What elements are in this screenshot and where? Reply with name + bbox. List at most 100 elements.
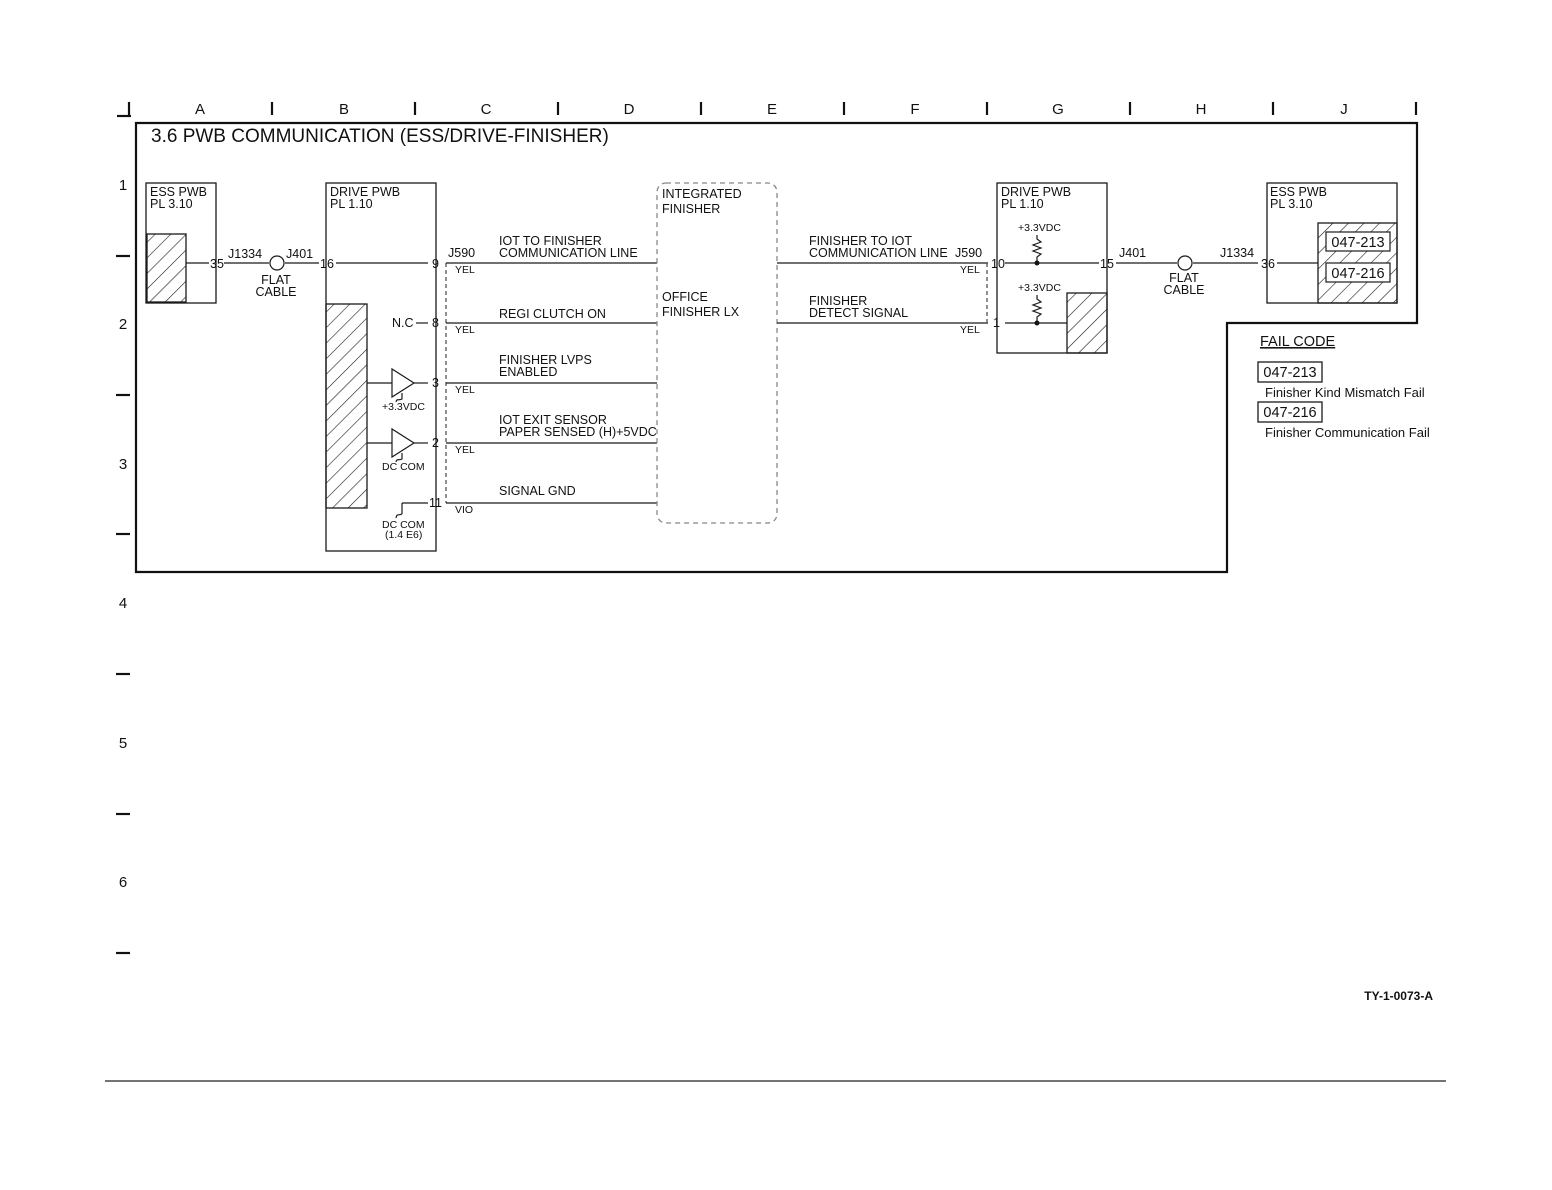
right-vdc-label: +3.3VDC (1018, 222, 1061, 234)
left-j590-label: J590 (448, 246, 475, 260)
signal-label: SIGNAL GND (499, 484, 576, 498)
right-vdc-label: +3.3VDC (1018, 282, 1061, 294)
grid-col-label: A (195, 101, 205, 118)
wire-color-label: YEL (455, 444, 475, 456)
signal-label: REGI CLUTCH ON (499, 307, 606, 321)
left-drive-pwb-name: DRIVE PWB (330, 185, 400, 199)
left-drive-pwb-pl: PL 1.10 (330, 197, 373, 211)
finisher-label: INTEGRATED (662, 187, 742, 201)
right-ess-pwb-pl: PL 3.10 (1270, 197, 1313, 211)
pin-11: 11 (429, 496, 442, 510)
grid-col-label: D (624, 101, 635, 118)
signal-label: ENABLED (499, 365, 557, 379)
left-drive-pin-16: 16 (320, 257, 334, 271)
left-j1334-label: J1334 (228, 247, 262, 261)
integrated-finisher: INTEGRATED FINISHER OFFICE FINISHER LX (656, 182, 778, 524)
right-flat-cable-line2: CABLE (1164, 283, 1205, 297)
pin-9: 9 (432, 257, 439, 271)
signal-label: FINISHER TO IOT (809, 234, 912, 248)
left-dccom-label-2: DC COM (382, 519, 425, 531)
right-j401-label: J401 (1119, 246, 1146, 260)
fail-code-heading: FAIL CODE (1260, 334, 1336, 350)
right-drive-pwb-pl: PL 1.10 (1001, 197, 1044, 211)
signal-label: FINISHER LVPS (499, 353, 592, 367)
signal-label: IOT TO FINISHER (499, 234, 602, 248)
finisher-label: FINISHER (662, 202, 720, 216)
left-ess-pin: 35 (210, 257, 224, 271)
left-ess-pwb-name: ESS PWB (150, 185, 207, 199)
grid-col-label: B (339, 101, 349, 118)
fail-code-legend: FAIL CODE 047-213 Finisher Kind Mismatch… (1257, 334, 1430, 440)
wire-color-label: YEL (455, 324, 475, 336)
grid-row-label: 6 (119, 874, 127, 891)
fail-code-badge: 047-213 (1331, 235, 1384, 251)
right-drive-pin-15: 15 (1100, 257, 1114, 271)
left-dccom-label: DC COM (382, 461, 425, 473)
left-ess-pwb: ESS PWB PL 3.10 35 (145, 182, 224, 304)
grid-left-ruler: 1 2 3 4 5 6 (116, 177, 130, 955)
left-drive-pwb: DRIVE PWB PL 1.10 16 N.C +3.3VDC DC COM … (320, 182, 437, 552)
left-nc-label: N.C (392, 316, 414, 330)
grid-row-label: 4 (119, 595, 127, 612)
grid-top-ruler: A B C D E F G H J (117, 101, 1418, 118)
left-flat-cable-line1: FLAT (261, 273, 291, 287)
left-j401-label: J401 (286, 247, 313, 261)
grid-row-label: 2 (119, 316, 127, 333)
pin-3: 3 (432, 376, 439, 390)
fail-code-item-code: 047-216 (1263, 405, 1316, 421)
left-flat-cable: J1334 J401 FLAT CABLE (224, 247, 319, 299)
right-ess-pwb-name: ESS PWB (1270, 185, 1327, 199)
right-ess-pwb: ESS PWB PL 3.10 047-213 047-216 (1266, 182, 1398, 304)
fail-code-item-desc: Finisher Communication Fail (1265, 425, 1430, 440)
left-vdc-label: +3.3VDC (382, 401, 425, 413)
right-drive-pwb-name: DRIVE PWB (1001, 185, 1071, 199)
wire-color-label: YEL (455, 384, 475, 396)
pin-10: 10 (991, 257, 1005, 271)
fail-code-item-code: 047-213 (1263, 365, 1316, 381)
right-ess-pin: 36 (1261, 257, 1275, 271)
signal-label: IOT EXIT SENSOR (499, 413, 607, 427)
wire-color-label: YEL (960, 324, 980, 336)
buffer-amplifier-icon (391, 367, 416, 399)
right-flat-cable-line1: FLAT (1169, 271, 1199, 285)
signal-label: DETECT SIGNAL (809, 306, 908, 320)
pin-8: 8 (432, 316, 439, 330)
left-dccom-ref: (1.4 E6) (385, 529, 422, 541)
wire-color-label: YEL (960, 264, 980, 276)
grid-col-label: C (481, 101, 492, 118)
pin-2: 2 (432, 436, 439, 450)
resistor-icon (1031, 295, 1043, 323)
wire-color-label: YEL (455, 264, 475, 276)
grid-col-label: J (1340, 101, 1348, 118)
resistor-icon (1031, 235, 1043, 263)
grid-col-label: G (1052, 101, 1064, 118)
fail-code-badge: 047-216 (1331, 266, 1384, 282)
left-flat-cable-line2: CABLE (256, 285, 297, 299)
signal-label: FINISHER (809, 294, 867, 308)
diagram-border (134, 121, 1419, 574)
buffer-amplifier-icon (391, 427, 416, 459)
grid-col-label: E (767, 101, 777, 118)
finisher-label: OFFICE (662, 290, 708, 304)
right-j1334-label: J1334 (1220, 246, 1254, 260)
right-drive-pwb: DRIVE PWB PL 1.10 +3.3VDC +3.3VDC 15 (996, 182, 1114, 354)
finisher-label: FINISHER LX (662, 305, 740, 319)
left-signal-lines: IOT TO FINISHER COMMUNICATION LINE REGI … (446, 234, 657, 504)
signal-label: COMMUNICATION LINE (499, 246, 638, 260)
figure-id: TY-1-0073-A (1364, 989, 1433, 1003)
diagram-title: 3.6 PWB COMMUNICATION (ESS/DRIVE-FINISHE… (151, 126, 609, 147)
grid-col-label: F (910, 101, 919, 118)
signal-label: PAPER SENSED (H)+5VDC (499, 425, 657, 439)
grid-row-label: 1 (119, 177, 127, 194)
right-j590-label: J590 (955, 246, 982, 260)
fail-code-item-desc: Finisher Kind Mismatch Fail (1265, 385, 1425, 400)
wire-color-label: VIO (455, 504, 473, 516)
grid-row-label: 3 (119, 456, 127, 473)
grid-col-label: H (1196, 101, 1207, 118)
left-ess-pwb-pl: PL 3.10 (150, 197, 193, 211)
right-flat-cable: J401 J1334 FLAT CABLE 36 (1116, 246, 1318, 297)
grid-row-label: 5 (119, 735, 127, 752)
signal-label: COMMUNICATION LINE (809, 246, 948, 260)
left-j590-connector: 9 8 3 2 11 J590 YEL YEL YEL YEL VIO (429, 246, 475, 516)
